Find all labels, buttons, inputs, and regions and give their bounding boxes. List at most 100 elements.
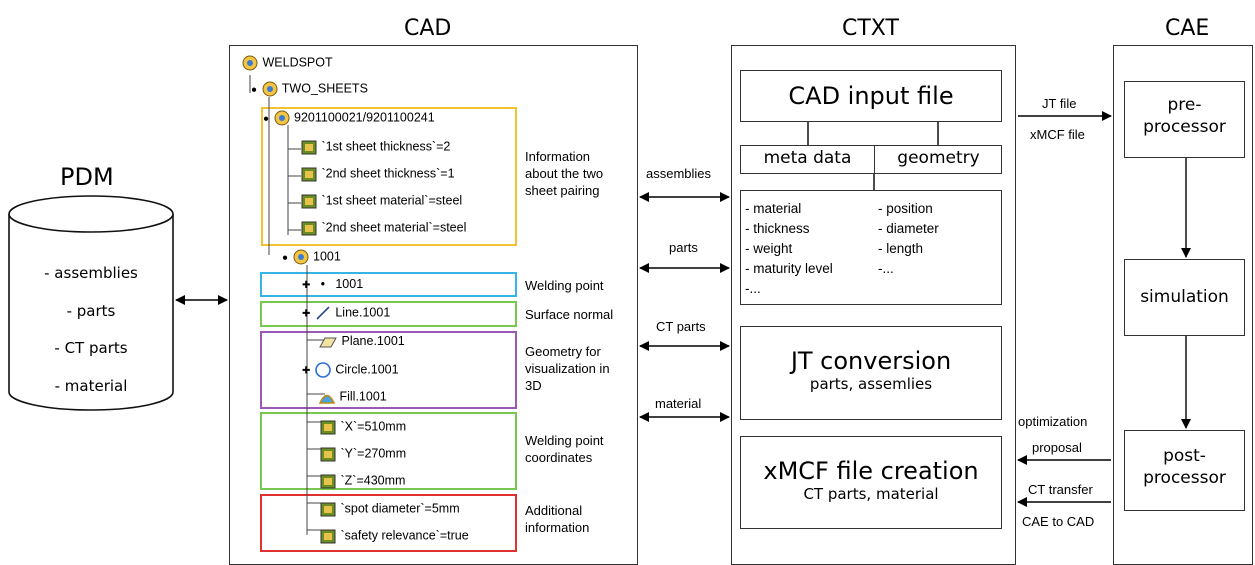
annotation-additional: Additional information [525, 502, 589, 536]
pdm-item: - parts [66, 301, 116, 320]
expand-toggle-icon[interactable]: ● [251, 84, 258, 96]
tree-label: `2nd sheet thickness`=1 [321, 166, 455, 181]
meta-data-label: meta data [763, 148, 852, 168]
simulation-box: simulation [1124, 259, 1245, 336]
annotation-line: 3D [525, 378, 542, 393]
parameter-icon [320, 529, 336, 544]
label-ct-transfer: CT transfer [1028, 482, 1093, 497]
annotation-line: sheet pairing [525, 183, 600, 198]
geo-item: - position [878, 201, 933, 216]
xmcf-creation-box: xMCF file creation CT parts, material [740, 436, 1002, 529]
preprocessor-line: processor [1143, 117, 1226, 137]
annotation-line: information [525, 520, 590, 535]
tree-node-pair[interactable]: ● 9201100021/9201100241 [263, 109, 435, 127]
expand-toggle-icon[interactable]: ✚ [302, 280, 311, 291]
pdm-item: - material [54, 376, 128, 395]
assembly-icon [262, 81, 278, 97]
pdm-items: - assemblies - parts - CT parts - materi… [20, 255, 162, 405]
meta-item: - thickness [745, 221, 810, 236]
pdm-item: - assemblies [44, 264, 138, 282]
jt-conversion-box: JT conversion parts, assemlies [740, 326, 1002, 420]
parameter-icon [320, 474, 336, 489]
parameter-row[interactable]: `1st sheet material`=steel [300, 192, 462, 210]
parameter-row[interactable]: `2nd sheet material`=steel [300, 219, 466, 237]
cad-input-file-box: CAD input file [740, 70, 1002, 122]
cad-input-file-title: CAD input file [788, 82, 954, 110]
parameter-icon [301, 140, 317, 155]
tree-label: Circle.1001 [335, 362, 399, 377]
tree-node-fill[interactable]: Fill.1001 [318, 388, 387, 406]
parameter-icon [320, 502, 336, 517]
tree-node-point[interactable]: ✚ • 1001 [302, 277, 363, 291]
simulation-label: simulation [1140, 287, 1229, 307]
jt-conversion-title: JT conversion [790, 347, 952, 375]
tree-node-circle[interactable]: ✚ Circle.1001 [302, 361, 399, 379]
annotation-coordinates: Welding point coordinates [525, 432, 604, 466]
parameter-row[interactable]: `safety relevance`=true [319, 527, 469, 545]
cad-header: CAD [404, 16, 452, 41]
coordinates-highlight [260, 412, 517, 490]
tree-node-two-sheets[interactable]: ● TWO_SHEETS [251, 80, 368, 98]
pdm-item: - CT parts [54, 339, 128, 357]
metadata-divider [874, 146, 875, 173]
tree-label: `safety relevance`=true [340, 528, 469, 543]
tree-node-plane[interactable]: Plane.1001 [318, 334, 405, 349]
parameter-row[interactable]: `spot diameter`=5mm [319, 500, 460, 518]
parameter-row[interactable]: `Z`=430mm [319, 472, 405, 490]
annotation-line: Welding point [525, 433, 604, 448]
xmcf-creation-subtitle: CT parts, material [803, 485, 939, 503]
line-icon [316, 306, 330, 320]
expand-toggle-icon[interactable]: ● [282, 252, 289, 264]
metadata-details-box: - material - thickness - weight - maturi… [740, 190, 1002, 305]
tree-label: `Y`=270mm [340, 446, 407, 461]
parameter-icon [320, 447, 336, 462]
tree-label: `X`=510mm [340, 419, 407, 434]
expand-toggle-icon[interactable]: ✚ [302, 365, 311, 377]
xmcf-creation-title: xMCF file creation [763, 457, 979, 485]
label-xmcf-file: xMCF file [1030, 127, 1085, 142]
label-jt-file: JT file [1042, 96, 1077, 111]
arrow-label-material: material [655, 396, 702, 411]
annotation-line: Additional [525, 503, 583, 518]
expand-toggle-icon[interactable]: ● [263, 113, 270, 125]
tree-node-line[interactable]: ✚ Line.1001 [302, 305, 390, 321]
tree-label: `Z`=430mm [340, 473, 406, 488]
tree-node-1001[interactable]: ● 1001 [282, 248, 341, 266]
parameter-row[interactable]: `1st sheet thickness`=2 [300, 138, 450, 156]
parameter-row[interactable]: `X`=510mm [319, 418, 406, 436]
parameter-icon [301, 221, 317, 236]
circle-icon [315, 362, 331, 378]
tree-label: 9201100021/9201100241 [294, 110, 435, 125]
arrow-label-parts: parts [669, 240, 698, 255]
geo-item: - diameter [878, 221, 939, 236]
annotation-line: coordinates [525, 450, 593, 465]
tree-label: `1st sheet thickness`=2 [321, 139, 451, 154]
meta-item: - material [745, 201, 802, 216]
annotation-line: Information [525, 149, 591, 164]
label-proposal: proposal [1032, 440, 1082, 455]
annotation-geometry: Geometry for visualization in 3D [525, 343, 610, 394]
label-cae-to-cad: CAE to CAD [1022, 514, 1095, 529]
tree-label: Fill.1001 [339, 389, 387, 404]
parameter-row[interactable]: `2nd sheet thickness`=1 [300, 165, 455, 183]
tree-label: `spot diameter`=5mm [340, 501, 460, 516]
tree-label: TWO_SHEETS [281, 81, 368, 96]
preprocessor-line: pre- [1167, 95, 1202, 115]
arrow-label-ct-parts: CT parts [656, 319, 706, 334]
plane-icon [319, 337, 337, 348]
tree-node-weldspot[interactable]: WELDSPOT [241, 54, 333, 72]
parameter-icon [301, 194, 317, 209]
tree-label: `1st sheet material`=steel [321, 193, 463, 208]
assembly-icon [242, 55, 258, 71]
parameter-row[interactable]: `Y`=270mm [319, 445, 406, 463]
annotation-sheet-pairing: Information about the two sheet pairing [525, 148, 603, 199]
sheet-pairing-highlight [261, 107, 517, 246]
tree-label: Line.1001 [335, 305, 391, 320]
expand-toggle-icon[interactable]: ✚ [302, 308, 311, 320]
meta-item: - weight [745, 241, 793, 256]
geo-item: - length [878, 241, 924, 256]
assembly-icon [274, 110, 290, 126]
geo-items: - position - diameter - length -... [878, 199, 939, 279]
point-icon: • [320, 277, 326, 291]
